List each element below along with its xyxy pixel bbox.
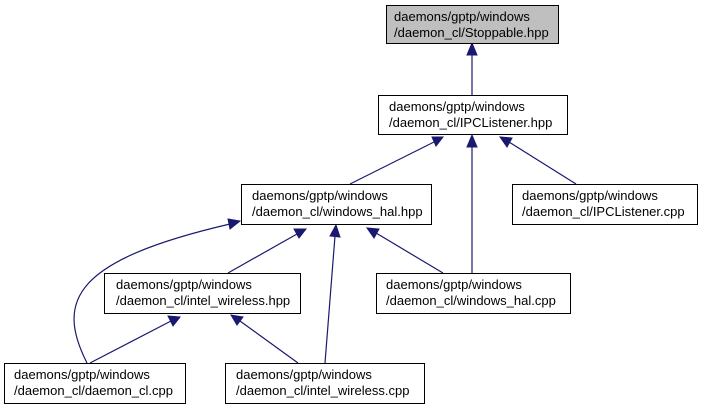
edge-windows-hal-cpp-to-ipclistener-hpp <box>466 133 478 273</box>
node-ipclistener-cpp[interactable]: daemons/gptp/windows /daemon_cl/IPCListe… <box>512 184 698 225</box>
node-label-line1: daemons/gptp/windows <box>252 188 388 203</box>
node-intel-wireless-cpp[interactable]: daemons/gptp/windows /daemon_cl/intel_wi… <box>225 363 425 404</box>
node-intel-wireless-hpp[interactable]: daemons/gptp/windows /daemon_cl/intel_wi… <box>104 273 301 314</box>
node-label-line2: /daemon_cl/windows_hal.cpp <box>386 293 556 308</box>
node-box <box>376 273 571 314</box>
node-ipclistener-hpp[interactable]: daemons/gptp/windows /daemon_cl/IPCListe… <box>378 95 568 135</box>
edge-intel-wireless-cpp-to-intel-wireless-hpp <box>230 314 299 364</box>
node-label-line1: daemons/gptp/windows <box>389 99 525 114</box>
node-label-line2: /daemon_cl/intel_wireless.cpp <box>236 383 409 398</box>
node-box <box>512 184 698 225</box>
edge-intel-wireless-cpp-to-windows-hal-hpp <box>324 223 341 364</box>
node-label-line2: /daemon_cl/daemon_cl.cpp <box>14 383 173 398</box>
node-box <box>386 5 559 44</box>
node-label-line2: /daemon_cl/IPCListener.hpp <box>389 115 552 130</box>
node-stoppable-hpp[interactable]: daemons/gptp/windows /daemon_cl/Stoppabl… <box>386 5 559 44</box>
node-label-line1: daemons/gptp/windows <box>386 277 522 292</box>
edges <box>73 41 577 364</box>
node-box <box>4 363 186 404</box>
node-label-line2: /daemon_cl/windows_hal.hpp <box>252 204 423 219</box>
edge-windows-hal-cpp-to-windows-hal-hpp <box>365 227 444 274</box>
node-label-line1: daemons/gptp/windows <box>116 277 252 292</box>
node-label-line1: daemons/gptp/windows <box>522 188 658 203</box>
node-box <box>378 95 568 135</box>
edge-intel-wireless-hpp-to-windows-hal-hpp <box>227 228 308 274</box>
node-label-line2: /daemon_cl/intel_wireless.hpp <box>116 293 290 308</box>
node-box <box>104 273 301 314</box>
node-box <box>225 363 425 404</box>
node-windows-hal-cpp[interactable]: daemons/gptp/windows /daemon_cl/windows_… <box>376 273 571 314</box>
node-label-line1: daemons/gptp/windows <box>14 367 150 382</box>
edge-daemon-cl-cpp-to-windows-hal-hpp <box>73 218 242 364</box>
node-box <box>241 184 432 225</box>
edge-windows-hal-hpp-to-ipclistener-hpp <box>349 136 445 185</box>
node-label-line1: daemons/gptp/windows <box>236 367 372 382</box>
edge-ipclistener-cpp-to-ipclistener-hpp <box>498 136 577 185</box>
node-label-line1: daemons/gptp/windows <box>394 9 530 24</box>
edge-daemon-cl-cpp-to-intel-wireless-hpp <box>89 315 181 364</box>
node-label-line2: /daemon_cl/Stoppable.hpp <box>394 25 549 40</box>
node-label-line2: /daemon_cl/IPCListener.cpp <box>522 204 685 219</box>
node-daemon-cl-cpp[interactable]: daemons/gptp/windows /daemon_cl/daemon_c… <box>4 363 186 404</box>
node-windows-hal-hpp[interactable]: daemons/gptp/windows /daemon_cl/windows_… <box>241 184 432 225</box>
edge-ipclistener-hpp-to-stoppable <box>466 41 478 95</box>
